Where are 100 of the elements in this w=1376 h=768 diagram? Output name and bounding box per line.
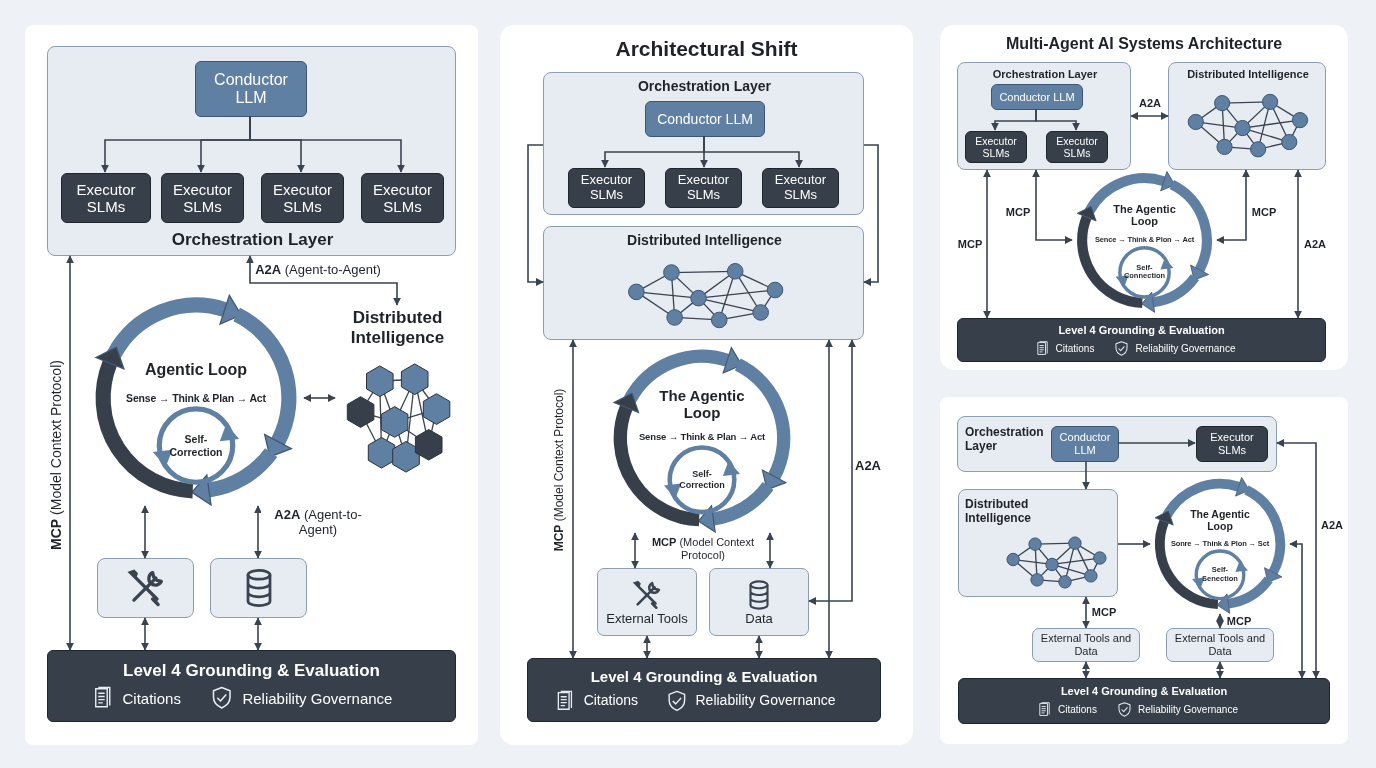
heading: Level 4 Grounding & Evaluation: [590, 667, 818, 685]
item-label: Reliability Governance: [1135, 342, 1236, 354]
layer-panel: [957, 416, 1277, 472]
arrow: [1082, 596, 1090, 629]
layer-panel: [47, 46, 456, 256]
panel-card: [25, 25, 478, 745]
executor-box: Executor SLMs: [665, 168, 742, 208]
heading: Level 4 Grounding & Evaluation: [1060, 684, 1228, 697]
arrow: [631, 532, 639, 569]
arrow: [1130, 112, 1169, 120]
conductor-box: Conductor LLM: [195, 61, 307, 117]
loop-title: Agentic Loop: [143, 361, 249, 380]
arrow: [703, 135, 803, 168]
edge-label: MCP: [1249, 205, 1279, 219]
item-label: Citations: [1055, 342, 1095, 354]
executor-box: Executor SLMs: [161, 173, 244, 223]
arrow: [1117, 439, 1196, 447]
executor-box: Executor SLMs: [762, 168, 839, 208]
panel-card: [940, 25, 1348, 370]
arrow: [1035, 108, 1080, 131]
loop-title: The Agentic Loop: [1112, 202, 1177, 229]
item-label: Reliability Governance: [242, 689, 393, 707]
heading: Architectural Shift: [614, 37, 799, 62]
edge-label: A2A (Agent-to-Agent): [253, 262, 383, 278]
arrow: [766, 532, 774, 569]
layer-panel: [957, 62, 1131, 170]
grounding-bar: [527, 658, 881, 722]
conductor-box: Conductor LLM: [1051, 426, 1119, 462]
arrow: [303, 394, 336, 402]
edge-label: A2A: [1319, 518, 1345, 532]
arrow: [825, 339, 833, 659]
arrow: [254, 617, 262, 651]
arrow: [983, 169, 991, 319]
item-label: Citations: [583, 692, 639, 709]
conductor-box: Conductor LLM: [645, 101, 765, 137]
arrow: [1216, 613, 1224, 629]
heading: Distributed Intelligence: [965, 498, 1033, 526]
resource-box: [709, 568, 809, 636]
arrow: [141, 617, 149, 651]
panel-card: [500, 25, 913, 745]
edge-label: MCP: [1089, 605, 1119, 619]
group-panel: [1168, 62, 1326, 170]
executor-box: Executor SLMs: [965, 131, 1027, 163]
heading: Orchestration Layer: [636, 78, 773, 95]
loop-sublabel: Self-Correction: [168, 433, 224, 458]
arrow: [1289, 540, 1306, 679]
heading: Distributed Intelligence: [626, 232, 783, 249]
icon-box: [97, 558, 194, 618]
arrow: [1117, 540, 1151, 548]
heading: Orchestration Layer: [965, 426, 1045, 454]
edge-label: A2A: [1302, 237, 1328, 251]
arrow: [246, 255, 401, 306]
edge-label: A2A: [1137, 96, 1163, 110]
arrow: [527, 144, 544, 286]
item-label: Reliability Governance: [1137, 703, 1238, 715]
executor-box: Executor SLMs: [1046, 131, 1108, 163]
arrow: [1082, 460, 1090, 490]
layer-panel: [543, 72, 864, 215]
arrow: [863, 144, 879, 286]
box-label: Data: [745, 611, 773, 627]
group-panel: [543, 226, 864, 340]
heading: Multi-Agent AI Systems Architecture: [1004, 35, 1284, 54]
edge-label: MCP (Model Context Protocol): [551, 388, 569, 552]
box-label: External Tools and Data: [1039, 632, 1133, 658]
edge-label: MCP: [1003, 205, 1033, 219]
item-label: Citations: [122, 689, 181, 707]
resource-box: [1166, 628, 1274, 662]
arrow: [755, 635, 763, 659]
resource-box: [1032, 628, 1140, 662]
arrow: [569, 339, 577, 659]
icon-box: [210, 558, 307, 618]
heading: Level 4 Grounding & Evaluation: [1058, 323, 1225, 336]
item-label: Citations: [1058, 703, 1097, 715]
group-panel: [958, 489, 1118, 597]
loop-sublabel: Self-Correction: [678, 469, 726, 491]
box-label: External Tools and Data: [1173, 632, 1267, 658]
executor-box: Executor SLMs: [361, 173, 444, 223]
loop-steps: Sense → Think & Plan → Act: [105, 391, 287, 404]
box-label: External Tools: [606, 611, 688, 627]
edge-label: MCP: [1224, 614, 1254, 628]
arrow: [1032, 169, 1073, 244]
arrow: [1216, 169, 1250, 244]
panel-card: [940, 397, 1348, 744]
arrow: [1216, 661, 1224, 679]
executor-box: Executor SLMs: [61, 173, 151, 223]
arrow: [1276, 439, 1320, 679]
edge-label: MCP: [955, 237, 985, 251]
loop-steps: Sense → Think & Plan → Act: [622, 432, 782, 444]
arrow: [1294, 169, 1302, 319]
executor-box: Executor SLMs: [1196, 426, 1268, 462]
heading: Level 4 Grounding & Evaluation: [123, 661, 380, 682]
grounding-bar: [958, 678, 1330, 724]
executor-box: Executor SLMs: [261, 173, 344, 223]
loop-title: The Agentic Loop: [658, 386, 746, 422]
heading: Distributed Intelligence: [1186, 68, 1310, 81]
arrow: [643, 635, 651, 659]
executor-box: Executor SLMs: [568, 168, 645, 208]
loop-title: The Agentic Loop: [1189, 507, 1251, 532]
arrow: [141, 505, 149, 559]
arrow: [808, 339, 856, 605]
